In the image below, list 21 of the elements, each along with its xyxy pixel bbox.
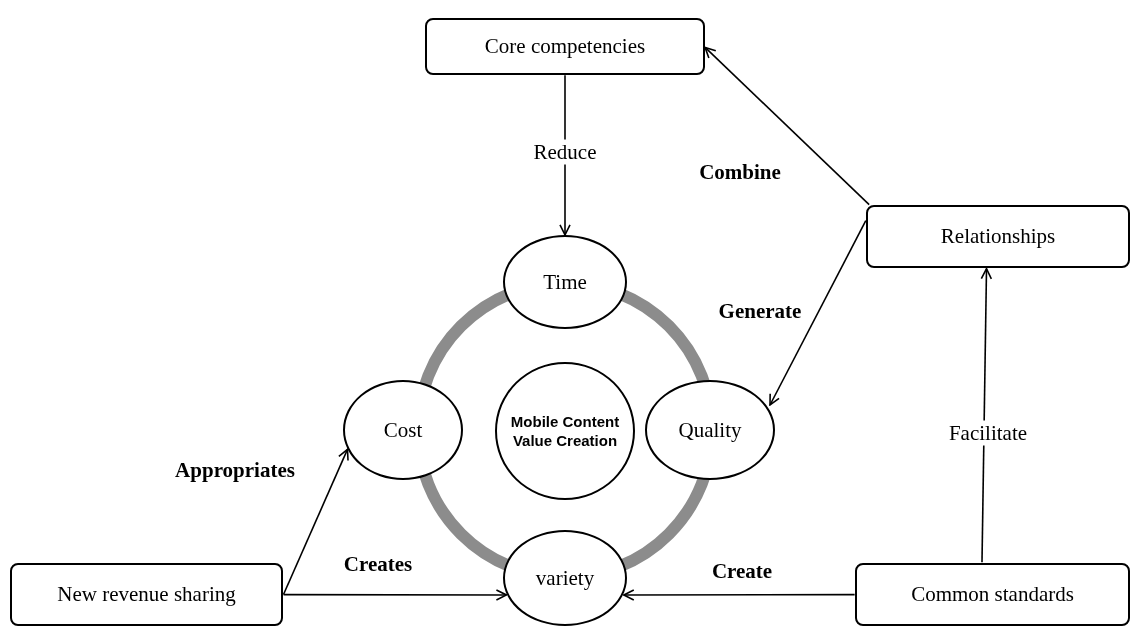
arrow [623,589,856,601]
node-label: Mobile Content Value Creation [509,411,621,451]
node-label: variety [535,565,595,591]
node-label: Relationships [940,224,1056,249]
arrow [769,219,867,406]
node-label: Quality [678,417,742,443]
node-label: Common standards [911,582,1074,607]
process-box [855,563,1130,626]
process-box [425,18,705,75]
edge-label: Reduce [531,139,599,165]
arrow [282,448,349,596]
edge-label: Facilitate [946,420,1030,446]
arrow [704,46,870,206]
node-label: Cost [383,417,423,443]
arrow [980,267,993,564]
process-box [866,205,1130,268]
node-label: Time [543,269,587,295]
process-box [10,563,283,626]
arrow [282,589,508,601]
node-label: Core competencies [484,34,646,59]
node-label: New revenue sharing [57,582,236,607]
